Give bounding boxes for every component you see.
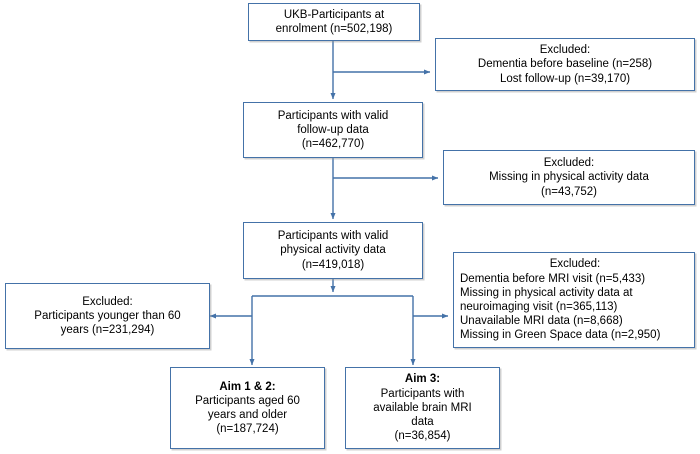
node-enrolment-line-1: enrolment (n=502,198) — [275, 23, 393, 35]
node-aim-3-heading: Aim 3: — [404, 373, 441, 386]
node-aim-1-2-line-2: (n=187,724) — [216, 423, 279, 436]
node-excluded-baseline-line-2: Lost follow-up (n=39,170) — [499, 72, 631, 85]
node-aim-1-2: Aim 1 & 2: Participants aged 60 years an… — [170, 367, 325, 449]
node-aim-3-line-3: (n=36,854) — [394, 430, 451, 443]
node-aim-3-line-1: available brain MRI — [373, 401, 472, 414]
node-excluded-mri-line-2: Missing in physical activity data at — [460, 286, 633, 299]
node-excluded-mri-line-3: neuroimaging visit (n=365,113) — [460, 301, 618, 313]
node-valid-followup: Participants with valid follow-up data (… — [243, 102, 423, 158]
node-aim-1-2-line-0: Participants aged 60 — [195, 394, 300, 407]
node-excluded-baseline-line-1: Dementia before baseline (n=258) — [477, 58, 653, 71]
node-excluded-age-line-1: Participants younger than 60 — [34, 309, 181, 322]
node-excluded-baseline-line-0: Excluded: — [539, 44, 591, 57]
node-enrolment-line-0: UKB-Participants at — [283, 8, 385, 21]
node-aim-3: Aim 3: Participants with available brain… — [345, 367, 500, 449]
node-valid-physical-activity-line-1: physical activity data — [280, 244, 386, 257]
node-excluded-mri-line-5: Missing in Green Space data (n=2,950) — [460, 329, 661, 342]
node-excluded-physical-activity: Excluded: Missing in physical activity d… — [443, 150, 695, 205]
node-valid-physical-activity-line-2: (n=419,018) — [301, 258, 365, 271]
node-valid-followup-line-2: (n=462,770) — [301, 138, 365, 151]
node-valid-followup-line-1: follow-up data — [297, 123, 369, 136]
node-excluded-baseline: Excluded: Dementia before baseline (n=25… — [435, 38, 695, 91]
node-excluded-mri-line-1: Dementia before MRI visit (n=5,433) — [460, 272, 646, 285]
node-valid-followup-line-0: Participants with valid — [277, 109, 389, 122]
node-excluded-mri-line-0: Excluded: — [549, 258, 601, 271]
node-aim-1-2-line-1: years and older — [207, 409, 288, 421]
node-valid-physical-activity-line-0: Participants with valid — [277, 230, 389, 243]
node-excluded-mri: Excluded: Dementia before MRI visit (n=5… — [453, 252, 695, 348]
node-excluded-age-line-0: Excluded: — [82, 295, 133, 308]
node-excluded-physical-activity-line-2: (n=43,752) — [541, 185, 597, 198]
node-aim-3-line-2: data — [411, 416, 434, 429]
node-excluded-mri-line-4: Unavailable MRI data (n=8,668) — [460, 315, 623, 328]
node-enrolment: UKB-Participants at enrolment (n=502,198… — [248, 3, 420, 41]
node-excluded-physical-activity-line-1: Missing in physical activity data — [489, 171, 649, 184]
node-excluded-physical-activity-line-0: Excluded: — [543, 157, 595, 170]
node-excluded-age: Excluded: Participants younger than 60 y… — [5, 283, 210, 349]
node-excluded-age-line-2: years (n=231,294) — [60, 324, 155, 337]
node-valid-physical-activity: Participants with valid physical activit… — [243, 222, 423, 279]
node-aim-1-2-heading: Aim 1 & 2: — [219, 380, 276, 393]
node-aim-3-line-0: Participants with — [380, 387, 465, 400]
